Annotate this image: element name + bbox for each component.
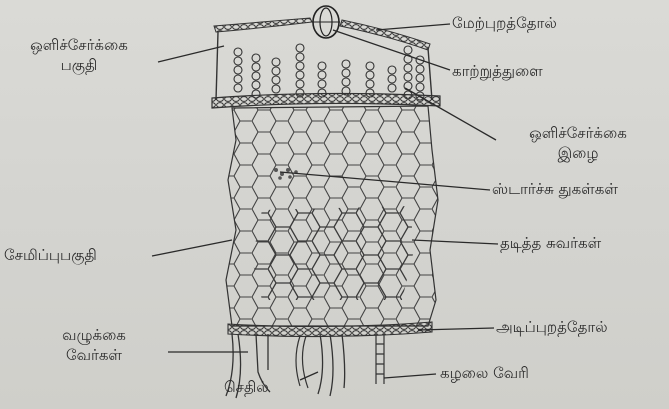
label-scale: செதில் [224, 378, 269, 396]
label-starch-grains: ஸ்டார்ச்சு துகள்கள் [492, 180, 618, 198]
label-root-hairs-line1: வழுக்கை [24, 326, 164, 344]
label-chlorenchyma-line2: இழை [498, 144, 658, 162]
label-photosynthetic-region-line2: பகுதி [4, 56, 154, 74]
scales-drawing [296, 336, 308, 388]
label-thickened-walls: தடித்த சுவர்கள் [500, 234, 601, 252]
label-stoma: காற்றுத்துளை [452, 62, 543, 80]
label-photosynthetic-region-line1: ஒளிச்சேர்க்கை [4, 36, 154, 54]
label-chlorenchyma-line1: ஒளிச்சேர்க்கை [498, 124, 658, 142]
tuberculate-rhizoid-drawing [376, 334, 384, 384]
chlorenchyma-filaments [234, 44, 424, 100]
upper-epidermis-drawing [214, 18, 430, 50]
label-root-hairs-line2: வேர்கள் [24, 346, 164, 364]
stoma-drawing [312, 6, 340, 38]
label-upper-epidermis: மேற்புறத்தோல் [452, 14, 557, 32]
label-storage-region: சேமிப்புபகுதி [4, 246, 97, 264]
label-lower-epidermis: அடிப்புறத்தோல் [496, 318, 608, 336]
label-rhizoid: கழலை வேரி [440, 364, 529, 382]
storage-region-drawing [226, 106, 438, 326]
